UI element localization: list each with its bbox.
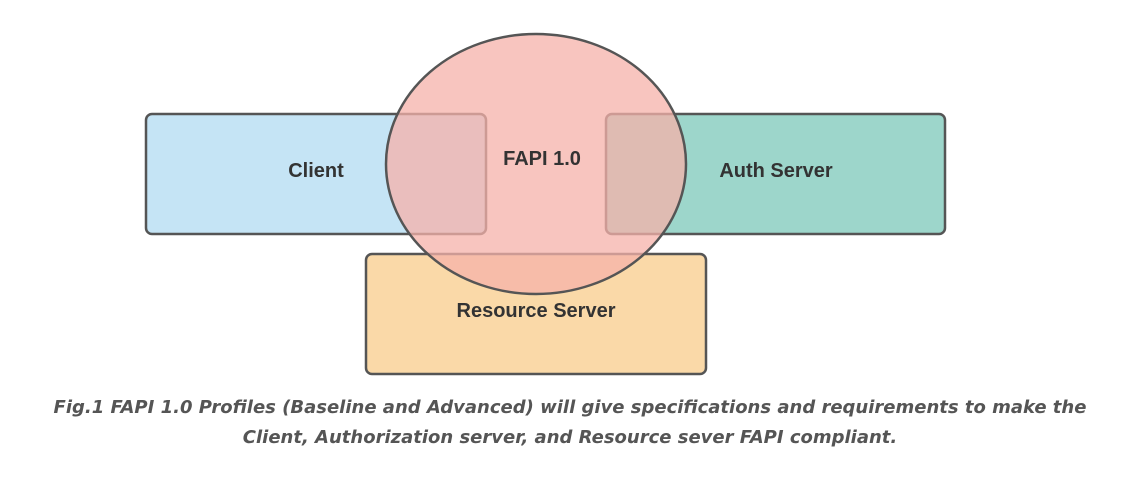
fapi-ellipse bbox=[384, 32, 688, 296]
client-label: Client bbox=[288, 160, 344, 182]
caption-line-1: Fig.1 FAPI 1.0 Profiles (Baseline and Ad… bbox=[53, 397, 1087, 418]
fapi-label: FAPI 1.0 bbox=[503, 148, 581, 170]
resource-server-label: Resource Server bbox=[457, 300, 616, 322]
figure-caption: Fig.1 FAPI 1.0 Profiles (Baseline and Ad… bbox=[0, 393, 1140, 453]
fapi-diagram: Client Auth Server Resource Server FAPI … bbox=[144, 32, 947, 376]
caption-line-2: Client, Authorization server, and Resour… bbox=[242, 427, 898, 448]
auth-server-label: Auth Server bbox=[719, 160, 833, 182]
